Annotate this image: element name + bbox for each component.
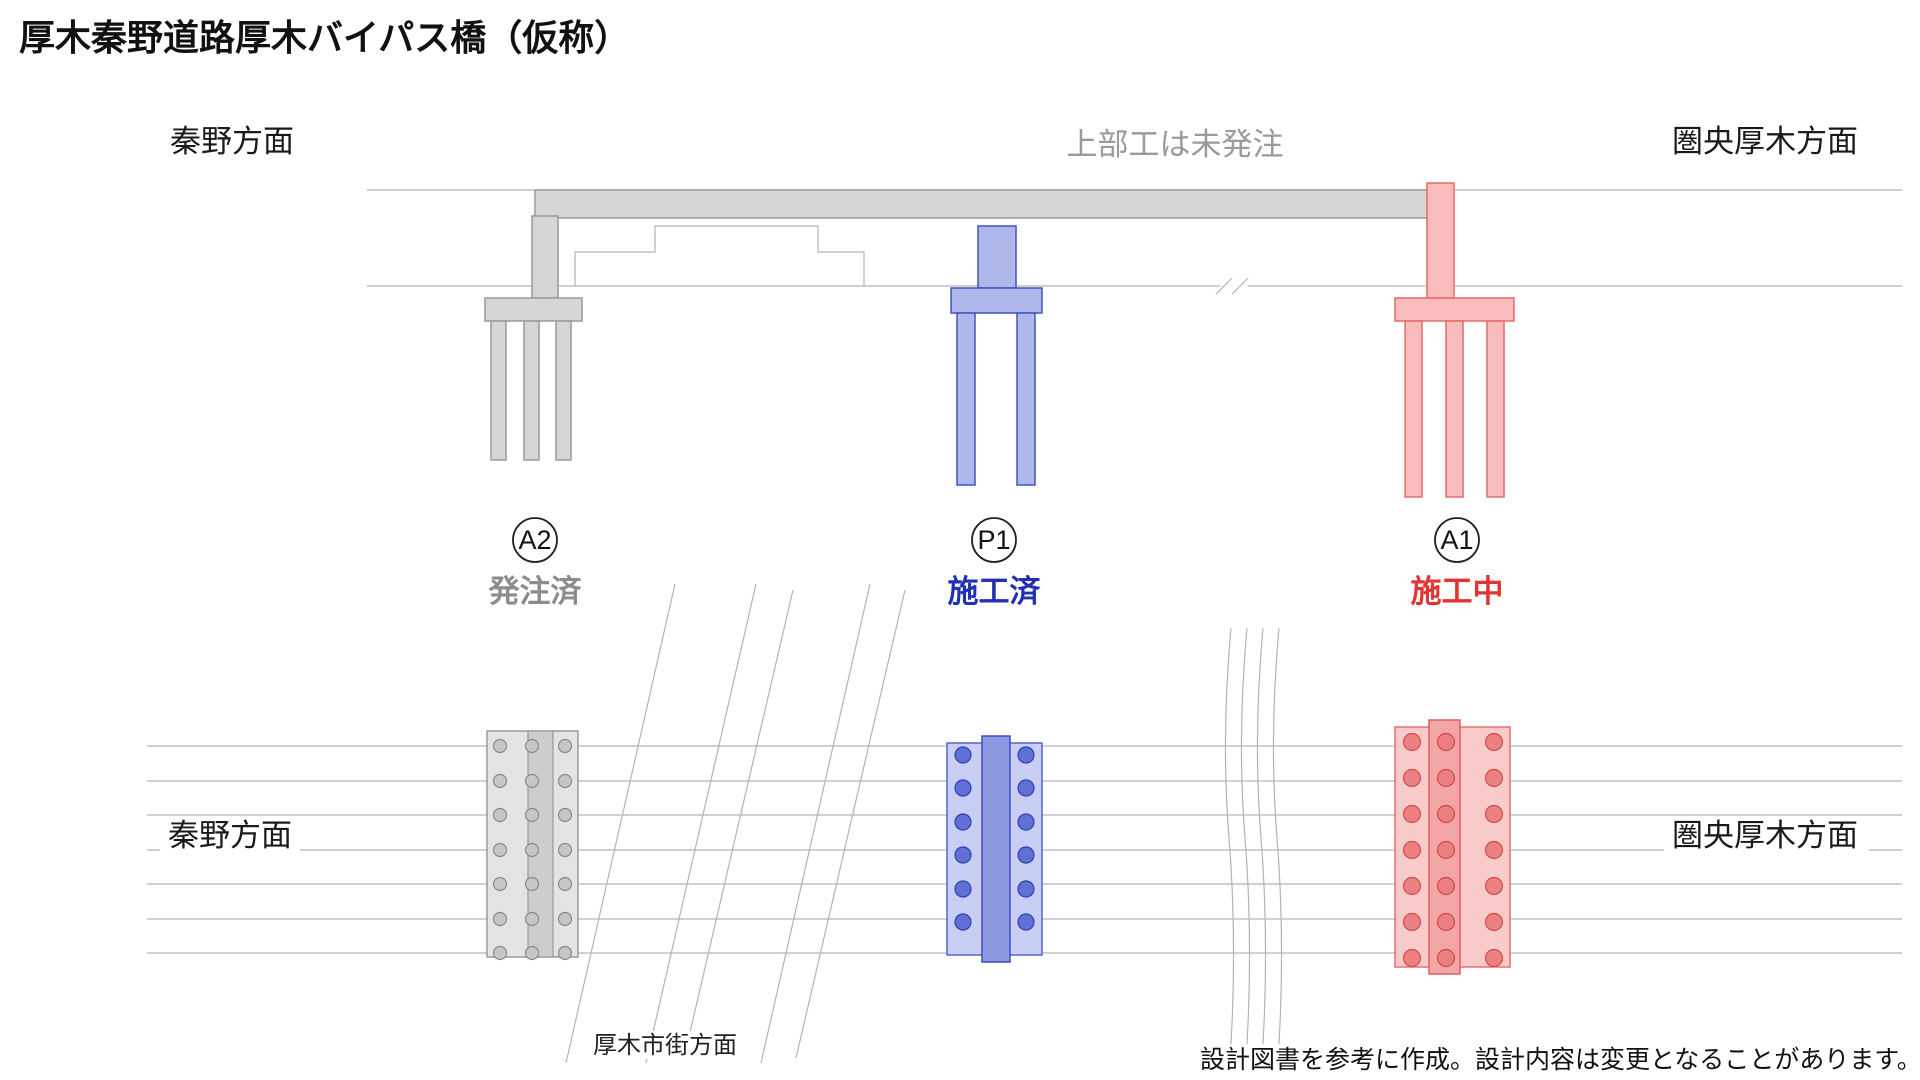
a1-pile-grid (1402, 732, 1504, 968)
p1-pile (956, 312, 976, 486)
footing-plan-a1 (1394, 719, 1511, 975)
page-title: 厚木秦野道路厚木バイパス橋（仮称） (19, 17, 630, 58)
abutment-a1 (1394, 182, 1515, 498)
elevation-view: 秦野方面 上部工は未発注 圏央厚木方面 A2 発注済 P1 施工済 A1 施工中 (170, 124, 1902, 609)
a2-pile-grid (492, 738, 573, 961)
plan-right-direction-label: 圏央厚木方面 (1672, 818, 1858, 853)
a2-stem (531, 215, 559, 299)
elevation-right-direction-label: 圏央厚木方面 (1672, 124, 1858, 159)
crossing-road-label-backing (580, 1031, 750, 1059)
p1-pile-grid (954, 746, 1035, 931)
p1-column (977, 225, 1017, 289)
plan-left-direction-label: 秦野方面 (168, 818, 292, 853)
p1-wall-band (981, 735, 1011, 963)
a1-wall-band (1428, 719, 1461, 975)
a1-footing (1394, 297, 1515, 322)
elevation-left-direction-label: 秦野方面 (170, 124, 294, 159)
footing-plan-p1 (946, 735, 1043, 963)
footing-plan-a2 (486, 730, 579, 961)
a2-pile (490, 320, 507, 461)
a2-status-text: 発注済 (488, 574, 583, 609)
plan-right-label-backing (1664, 816, 1869, 854)
a2-footing (484, 297, 583, 322)
p1-status-text: 施工済 (948, 574, 1042, 609)
abutment-a2 (484, 215, 583, 461)
a2-badge-text: A2 (518, 525, 551, 555)
p1-badge-text: P1 (977, 525, 1010, 555)
plan-view: 秦野方面 圏央厚木方面 厚木市街方面 (147, 583, 1902, 1064)
a2-pile (523, 320, 540, 461)
support-label-a1: A1 施工中 (1411, 517, 1504, 609)
a1-pile (1486, 320, 1505, 498)
bridge-deck (534, 189, 1453, 219)
support-label-a2: A2 発注済 (488, 517, 583, 609)
crossing-road-lines (565, 583, 906, 1064)
river-lines (1224, 627, 1283, 1045)
a2-pile (555, 320, 572, 461)
a2-badge-circle (512, 517, 558, 563)
p1-pile (1016, 312, 1036, 486)
support-label-p1: P1 施工済 (948, 517, 1042, 609)
a1-status-text: 施工中 (1411, 574, 1504, 609)
p1-badge-circle (971, 517, 1017, 563)
embankment-profile (574, 225, 865, 286)
footnote: 設計図書を参考に作成。設計内容は変更となることがあります。 (1200, 1046, 1920, 1074)
superstructure-note: 上部工は未発注 (1067, 127, 1284, 162)
a1-stem (1426, 182, 1455, 299)
ground-line (367, 277, 1902, 295)
plan-left-label-backing (160, 816, 300, 854)
crossing-road-label: 厚木市街方面 (593, 1032, 737, 1059)
a1-badge-circle (1434, 517, 1480, 563)
pier-p1 (950, 225, 1043, 486)
a1-badge-text: A1 (1440, 525, 1473, 555)
a1-pile (1404, 320, 1423, 498)
p1-footing (950, 287, 1043, 314)
a1-pile (1445, 320, 1464, 498)
